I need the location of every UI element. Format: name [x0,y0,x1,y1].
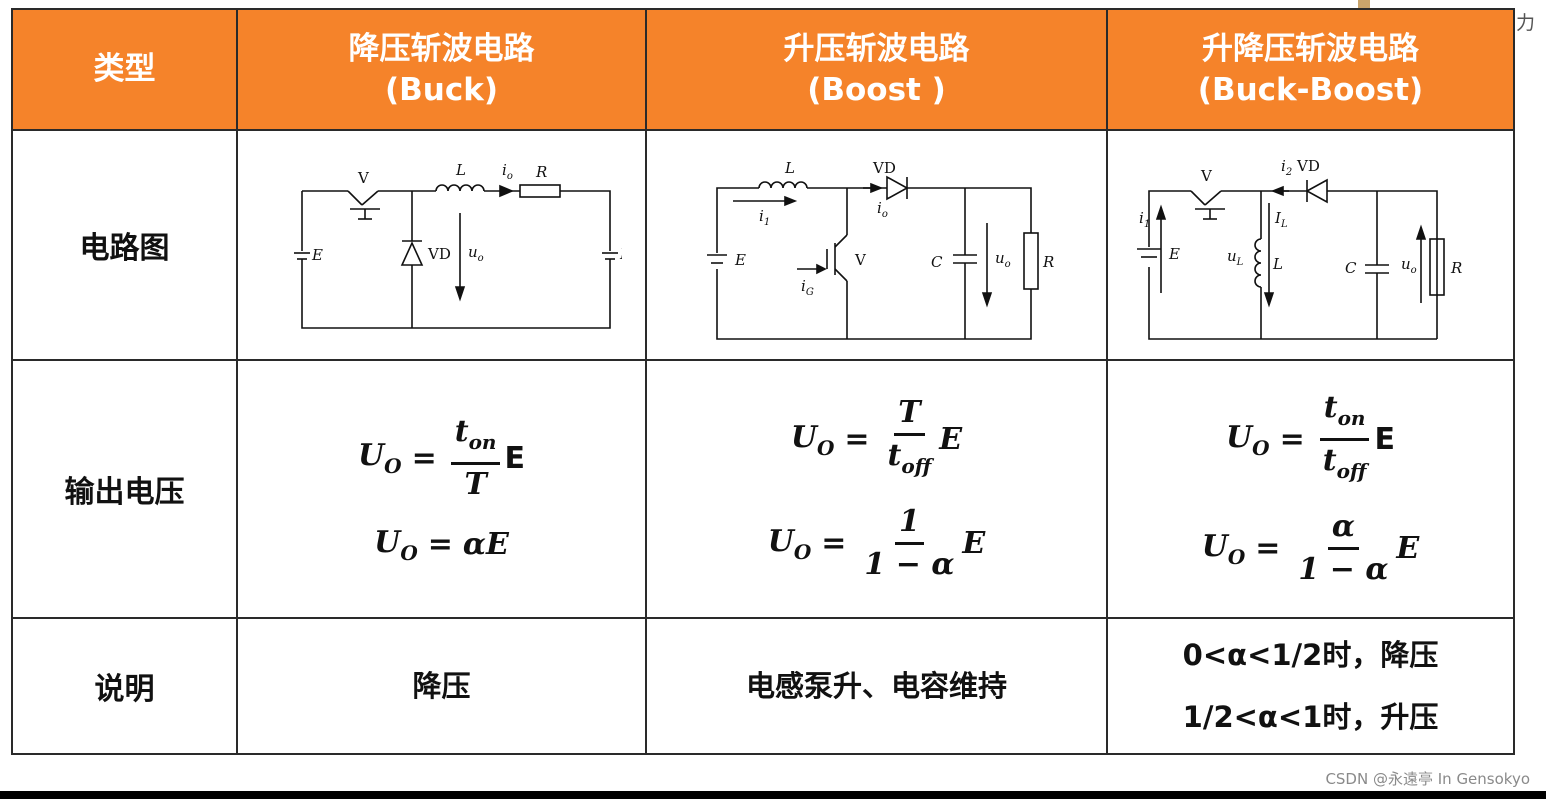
buckboost-title: 升降压斩波电路 [1202,30,1419,67]
buckboost-subtitle: (Buck-Boost) [1197,71,1424,108]
buck-note: 降压 [236,617,647,755]
buck-formula-2: UO = αE [374,524,509,565]
buck-label-v: V [357,169,370,187]
boost-label-i1: i1 [759,207,770,228]
bb-label-vd: VD [1296,157,1320,175]
buck-circuit-diagram: V L io R E VD uo Em [293,161,640,329]
boost-label-v: V [854,251,867,269]
boost-label-l: L [784,159,795,177]
buck-title: 降压斩波电路 [348,30,535,67]
bb-label-l: L [1272,255,1283,273]
circuit-row: 电路图 V L [11,129,1515,361]
header-type: 类型 [11,8,238,131]
buck-label-em: Em [619,245,622,266]
bb-label-ul: uL [1227,247,1244,268]
converter-comparison-table: 类型 降压斩波电路 (Buck) 升压斩波电路 (Boost ) 升降压斩波电路… [11,8,1515,755]
buckboost-circuit-cell: i2 VD V i1 IL E uL L C uo R [1106,129,1515,361]
bottom-bar [0,791,1546,799]
buckboost-note: 0<α<1/2时，降压 1/2<α<1时，升压 [1106,617,1515,755]
note-row: 说明 降压 电感泵升、电容维持 0<α<1/2时，降压 1/2<α<1时，升压 [11,617,1515,755]
boost-note: 电感泵升、电容维持 [645,617,1108,755]
header-row: 类型 降压斩波电路 (Buck) 升压斩波电路 (Boost ) 升降压斩波电路… [11,8,1515,131]
buck-label-e: E [311,246,323,264]
buck-label-vd: VD [427,245,451,263]
row-label-voltage: 输出电压 [11,359,238,619]
boost-label-io: io [877,199,888,220]
header-boost: 升压斩波电路 (Boost ) [645,8,1108,131]
buck-label-l: L [455,161,466,179]
boost-label-vd: VD [872,159,896,177]
footer-credit: CSDN @永遠亭 In Gensokyo [1325,770,1530,788]
row-label-note: 说明 [11,617,238,755]
header-buckboost: 升降压斩波电路 (Buck-Boost) [1106,8,1515,131]
bb-label-c: C [1345,259,1357,277]
buckboost-note-1: 0<α<1/2时，降压 [1182,638,1439,672]
buck-circuit-cell: V L io R E VD uo Em [236,129,647,361]
boost-title: 升压斩波电路 [783,30,970,67]
buck-label-uo: uo [468,243,484,264]
bb-label-il: IL [1274,209,1288,230]
boost-circuit-diagram: L VD i1 io E V iG C uo R [706,159,1054,340]
buckboost-note-2: 1/2<α<1时，升压 [1182,700,1439,734]
boost-label-e: E [734,251,746,269]
header-buck: 降压斩波电路 (Buck) [236,8,647,131]
boost-circuit-cell: L VD i1 io E V iG C uo R [645,129,1108,361]
row-label-circuit: 电路图 [11,129,238,361]
bb-label-uo: uo [1401,255,1417,276]
boost-label-c: C [931,253,943,271]
boost-subtitle: (Boost ) [807,71,946,108]
buckboost-circuit-diagram: i2 VD V i1 IL E uL L C uo R [1136,157,1462,340]
bb-label-e: E [1168,245,1180,263]
boost-label-r: R [1042,253,1054,271]
bb-label-v: V [1200,167,1213,185]
bb-label-i2: i2 [1281,157,1292,178]
bb-label-r: R [1450,259,1462,277]
boost-label-ig: iG [801,277,814,298]
bb-label-i1: i1 [1139,209,1150,230]
buck-label-r: R [535,163,547,181]
buck-subtitle: (Buck) [384,71,499,108]
buck-label-io: io [502,161,513,182]
boost-label-uo: uo [995,249,1011,270]
type-label: 类型 [93,51,156,87]
